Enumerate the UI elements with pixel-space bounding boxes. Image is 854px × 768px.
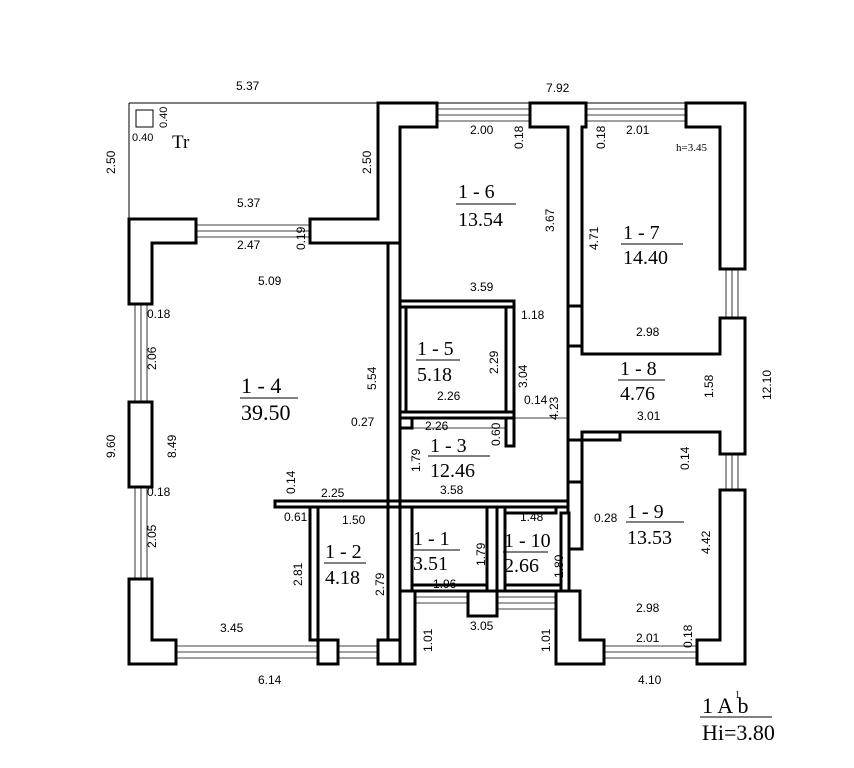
dimension-label: 1.48 bbox=[520, 510, 544, 524]
dimension-label: 1.96 bbox=[433, 577, 457, 591]
dimension-label: 1.01 bbox=[421, 628, 435, 652]
dimension-label: 12.10 bbox=[760, 370, 774, 400]
dimension-label: 0.18 bbox=[594, 125, 608, 149]
dimension-label: 9.60 bbox=[104, 434, 118, 458]
dimension-label: 2.79 bbox=[373, 572, 387, 596]
terrace-label: Tr bbox=[172, 132, 190, 153]
room-id: 1 - 10 bbox=[504, 530, 551, 552]
dimension-label: 2.29 bbox=[487, 350, 501, 374]
dimension-label: 5.37 bbox=[236, 79, 260, 93]
dimension-label: 1.50 bbox=[342, 513, 366, 527]
dimension-label: 1.01 bbox=[539, 628, 553, 652]
dimension-label: 5.09 bbox=[258, 274, 282, 288]
room-area: 39.50 bbox=[241, 400, 291, 425]
dimension-label: 2.50 bbox=[104, 150, 118, 174]
room-id: 1 - 7 bbox=[623, 222, 660, 244]
dimension-label: 6.14 bbox=[258, 673, 282, 687]
room-id: 1 - 4 bbox=[241, 373, 281, 398]
dimension-label: 0.18 bbox=[147, 485, 171, 499]
dimension-label: 2.26 bbox=[437, 389, 461, 403]
terrace-outline bbox=[128, 102, 378, 219]
room-area: 4.18 bbox=[325, 567, 360, 589]
dimension-label: 0.27 bbox=[351, 415, 375, 429]
dimension-label: 2.50 bbox=[360, 150, 374, 174]
dimension-label: 0.28 bbox=[594, 511, 618, 525]
chimney-icon bbox=[135, 109, 154, 128]
windows bbox=[134, 108, 739, 659]
dimension-label: 1.79 bbox=[474, 542, 488, 566]
room-area: 13.53 bbox=[627, 527, 672, 549]
dimension-label: 2.98 bbox=[636, 601, 660, 615]
room-id: 1 - 5 bbox=[417, 338, 454, 360]
dimension-label: 3.67 bbox=[543, 208, 557, 232]
dimension-label: 4.71 bbox=[587, 226, 601, 250]
dimension-label: 5.37 bbox=[237, 196, 261, 210]
dimension-label: 0.14 bbox=[524, 393, 548, 407]
ceiling-note: h=3.45 bbox=[676, 142, 707, 154]
room-id: 1 - 1 bbox=[413, 528, 450, 550]
dimension-label: 5.54 bbox=[365, 366, 379, 390]
dimension-label: 4.10 bbox=[638, 673, 662, 687]
dimension-label: 3.01 bbox=[637, 409, 661, 423]
room-id: 1 - 9 bbox=[627, 501, 664, 523]
room-id: 1 - 3 bbox=[430, 435, 467, 457]
dimension-label: 2.98 bbox=[636, 325, 660, 339]
dimension-label: 0.19 bbox=[294, 226, 308, 250]
dimension-label: 1.18 bbox=[521, 308, 545, 322]
dimension-label: 3.58 bbox=[440, 483, 464, 497]
dimension-label: 2.01 bbox=[626, 123, 650, 137]
sheet-title-text: 1 A b bbox=[702, 693, 748, 718]
height-note: Hi=3.80 bbox=[702, 720, 775, 745]
dimension-label: 1.79 bbox=[409, 448, 423, 472]
room-area: 14.40 bbox=[623, 247, 668, 269]
vertical-dimensions: 2.50 2.50 0.18 0.18 3.67 4.71 0.19 2.06 … bbox=[104, 125, 774, 652]
dimension-label: 1.58 bbox=[702, 374, 716, 398]
dimension-label: 4.23 bbox=[547, 396, 561, 420]
dimension-label: 2.06 bbox=[145, 346, 159, 370]
interior-walls bbox=[273, 241, 622, 642]
dimension-label: 2.26 bbox=[425, 419, 449, 433]
room-id: 1 - 8 bbox=[620, 358, 657, 380]
dimension-label: 3.05 bbox=[470, 619, 494, 633]
dimension-label: 4.42 bbox=[699, 530, 713, 554]
dimension-label: 0.14 bbox=[678, 446, 692, 470]
room-id: 1 - 2 bbox=[325, 541, 362, 563]
dimension-label: 0.18 bbox=[512, 125, 526, 149]
room-area: 3.51 bbox=[413, 553, 448, 575]
dimension-label: 7.92 bbox=[546, 81, 570, 95]
dimension-label: 2.81 bbox=[291, 562, 305, 586]
dimension-label: 3.59 bbox=[470, 280, 494, 294]
chimney-dim: 0.40 bbox=[158, 107, 170, 128]
room-area: 2.66 bbox=[504, 555, 539, 577]
chimney-dim: 0.40 bbox=[132, 132, 153, 144]
dimension-label: 8.49 bbox=[165, 434, 179, 458]
dimension-label: 0.18 bbox=[147, 307, 171, 321]
dimension-label: 2.47 bbox=[237, 238, 261, 252]
dimension-label: 2.00 bbox=[470, 123, 494, 137]
dimension-label: 0.61 bbox=[284, 510, 308, 524]
room-area: 12.46 bbox=[430, 460, 475, 482]
dimension-label: 2.01 bbox=[636, 631, 660, 645]
dimension-label: 2.25 bbox=[321, 486, 345, 500]
room-area: 13.54 bbox=[458, 209, 503, 231]
dimension-label: 2.05 bbox=[145, 524, 159, 548]
dimension-label: 0.14 bbox=[284, 470, 298, 494]
sheet-title: 1 A b 1 Hi=3.80 bbox=[702, 690, 775, 745]
room-area: 4.76 bbox=[620, 383, 655, 405]
dimension-label: 0.60 bbox=[489, 422, 503, 446]
dimension-label: 1.80 bbox=[552, 554, 566, 578]
dimension-label: 3.04 bbox=[516, 364, 530, 388]
dimension-label: 3.45 bbox=[220, 621, 244, 635]
horizontal-dimensions: 5.37 7.92 5.37 2.00 2.01 2.47 5.09 3.59 … bbox=[147, 79, 662, 687]
sheet-superscript: 1 bbox=[735, 690, 740, 701]
room-id: 1 - 6 bbox=[458, 181, 495, 203]
room-area: 5.18 bbox=[417, 364, 452, 386]
dimension-label: 0.18 bbox=[681, 624, 695, 648]
room-underlines bbox=[240, 203, 772, 718]
